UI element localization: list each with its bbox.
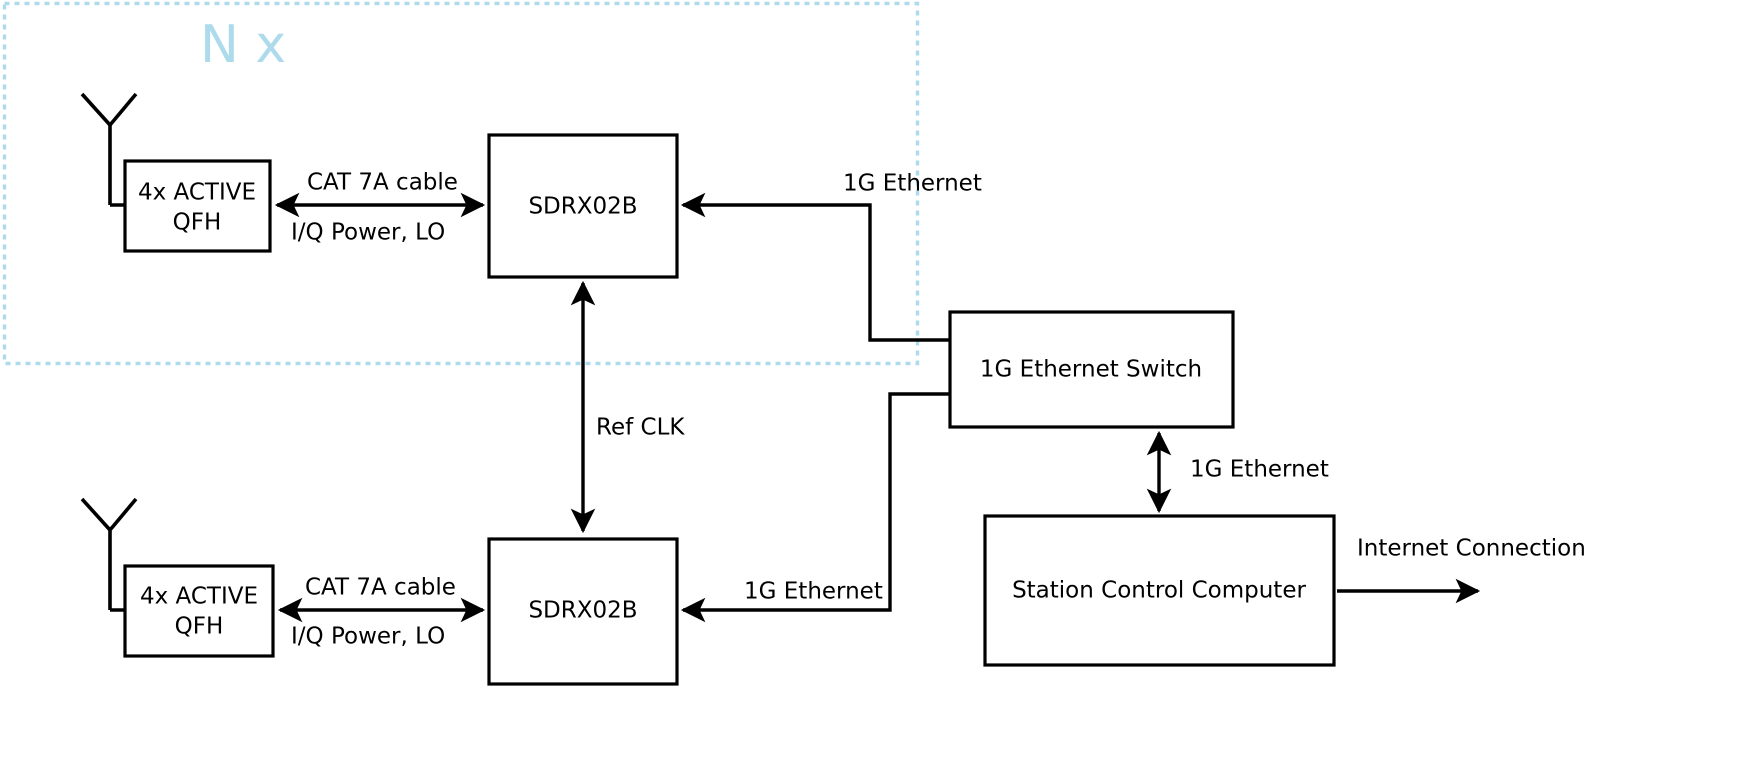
- edge-label-cat7a-bottom: CAT 7A cable: [305, 575, 456, 601]
- edge-label-eth-top: 1G Ethernet: [843, 171, 982, 197]
- edge-label-eth-bottom: 1G Ethernet: [744, 579, 883, 605]
- box-sdrx-bottom[interactable]: [487, 537, 679, 686]
- edge-label-iq-power-lo-top: I/Q Power, LO: [291, 220, 445, 246]
- box-qfh-bottom[interactable]: [123, 564, 275, 658]
- box-ethernet-switch[interactable]: [948, 310, 1235, 429]
- box-qfh-top[interactable]: [123, 159, 272, 253]
- edge-label-ref-clk: Ref CLK: [596, 415, 685, 441]
- box-station-control-computer[interactable]: [983, 514, 1336, 667]
- box-qfh-top-label-line1: 4x ACTIVE: [138, 180, 256, 206]
- box-sdrx-bottom-label: SDRX02B: [528, 598, 637, 624]
- edge-label-iq-power-lo-bottom: I/Q Power, LO: [291, 624, 445, 650]
- box-qfh-top-label-line2: QFH: [173, 210, 222, 236]
- group-dotted-box: [2, 1, 920, 366]
- group-label-nx: N x: [200, 15, 286, 75]
- box-sdrx-top[interactable]: [487, 133, 679, 279]
- box-station-control-computer-label: Station Control Computer: [1012, 578, 1306, 604]
- box-ethernet-switch-label: 1G Ethernet Switch: [980, 357, 1202, 383]
- edge-label-internet-connection: Internet Connection: [1357, 536, 1586, 562]
- box-sdrx-top-label: SDRX02B: [528, 194, 637, 220]
- edge-label-eth-switch-computer: 1G Ethernet: [1190, 457, 1329, 483]
- edge-label-cat7a-top: CAT 7A cable: [307, 170, 458, 196]
- box-qfh-bottom-label-line2: QFH: [175, 614, 224, 640]
- box-qfh-bottom-label-line1: 4x ACTIVE: [140, 584, 258, 610]
- antenna-bottom-icon: [80, 497, 138, 612]
